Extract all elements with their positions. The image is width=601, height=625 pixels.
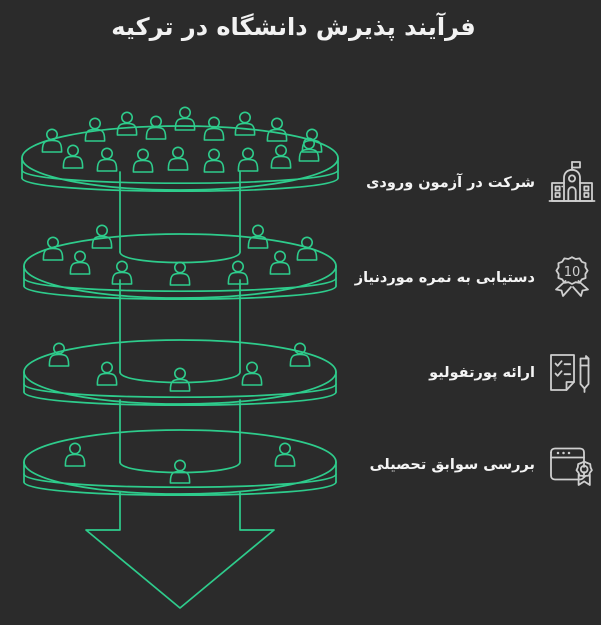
- funnel-connector-3: [119, 399, 241, 474]
- step-label-required-score: دستیابی به نمره موردنیاز: [354, 269, 535, 286]
- school-building-icon: [543, 154, 601, 212]
- funnel-people-stage-3: [48, 342, 311, 392]
- award-badge-icon: 10: [543, 249, 601, 307]
- step-item-entrance-exam[interactable]: شرکت در آزمون ورودی: [366, 148, 601, 218]
- funnel-people-stage-1-front: [62, 137, 320, 173]
- step-label-academic-records: بررسی سوابق تحصیلی: [369, 456, 535, 473]
- steps-list: شرکت در آزمون ورودی 10 دستیابی به نمره م…: [355, 100, 601, 530]
- funnel-disc-2: [23, 233, 337, 301]
- funnel-connector-2: [119, 279, 241, 384]
- admission-funnel-diagram: [0, 100, 380, 620]
- badge-score-value: 10: [564, 265, 581, 280]
- step-label-entrance-exam: شرکت در آزمون ورودی: [366, 174, 535, 191]
- step-item-required-score[interactable]: 10 دستیابی به نمره موردنیاز: [355, 243, 601, 313]
- funnel-people-stage-4: [64, 442, 296, 484]
- page-title: فرآیند پذیرش دانشگاه در ترکیه: [111, 13, 476, 41]
- step-label-portfolio: ارائه پورتفولیو: [429, 364, 535, 381]
- funnel-disc-3: [23, 339, 337, 407]
- checklist-pen-icon: [543, 344, 601, 402]
- step-item-academic-records[interactable]: بررسی سوابق تحصیلی: [370, 430, 601, 500]
- browser-certificate-icon: [543, 436, 601, 494]
- funnel-outflow-arrow: [85, 491, 275, 609]
- funnel-disc-1: [21, 125, 339, 193]
- funnel-connector-1: [119, 171, 241, 264]
- funnel-disc-4: [23, 429, 337, 497]
- step-item-portfolio[interactable]: ارائه پورتفولیو: [370, 338, 601, 408]
